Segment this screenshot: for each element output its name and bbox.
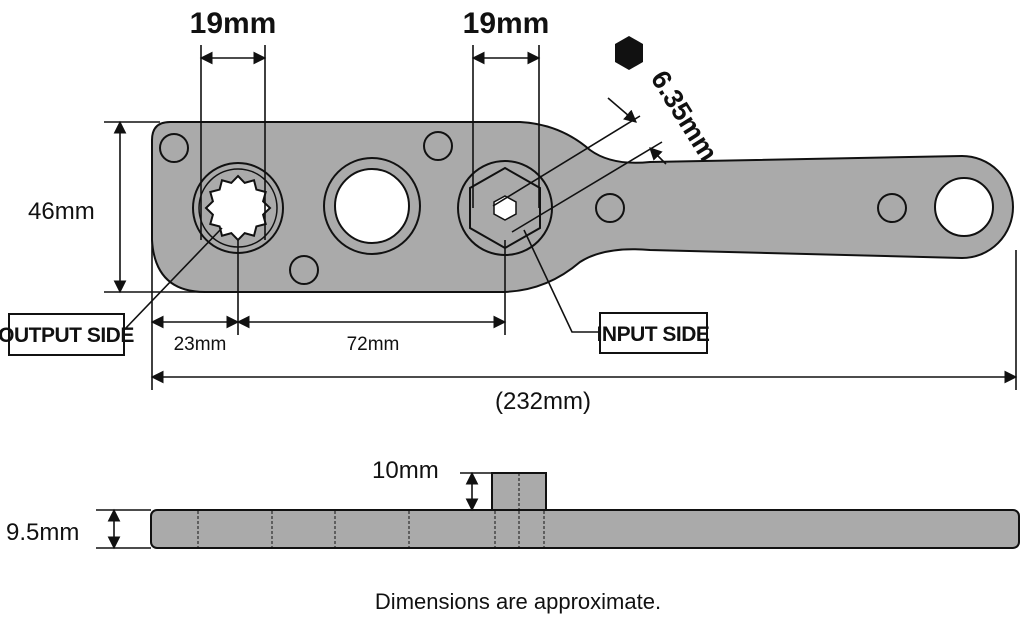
bolt-hole: [595, 193, 625, 223]
output-socket-dim: 19mm: [190, 7, 277, 40]
svg-text:INPUT SIDE: INPUT SIDE: [597, 323, 710, 346]
bolt-hole: [877, 193, 907, 223]
wrench-side-view: [150, 472, 1020, 549]
hex-drive-socket: [493, 195, 517, 221]
dimension-lines: [104, 45, 1018, 390]
side-dimension-lines: [96, 471, 492, 550]
input-side-label: INPUT SIDE: [597, 312, 710, 354]
approximate-note: Dimensions are approximate.: [375, 589, 661, 614]
hex-drive-dim: 6.35mm: [645, 65, 724, 166]
output-offset-dim: 23mm: [174, 334, 227, 355]
wrench-top-view: [151, 121, 1014, 293]
bolt-hole: [423, 131, 453, 161]
bolt-hole: [289, 255, 319, 285]
svg-text:OUTPUT SIDE: OUTPUT SIDE: [0, 324, 134, 347]
center-distance-dim: 72mm: [347, 334, 400, 355]
side-body: [150, 509, 1020, 549]
thickness-dim: 9.5mm: [6, 519, 79, 546]
bolt-hole: [159, 133, 189, 163]
hex-drive-icon: [615, 36, 643, 70]
overall-length-dim: (232mm): [495, 388, 591, 415]
pin-height-dim: 10mm: [372, 457, 439, 484]
height-dim: 46mm: [28, 198, 95, 225]
input-socket-dim: 19mm: [463, 7, 550, 40]
center-hole: [334, 168, 410, 244]
output-side-label: OUTPUT SIDE: [0, 313, 135, 356]
handle-hole: [934, 177, 994, 237]
